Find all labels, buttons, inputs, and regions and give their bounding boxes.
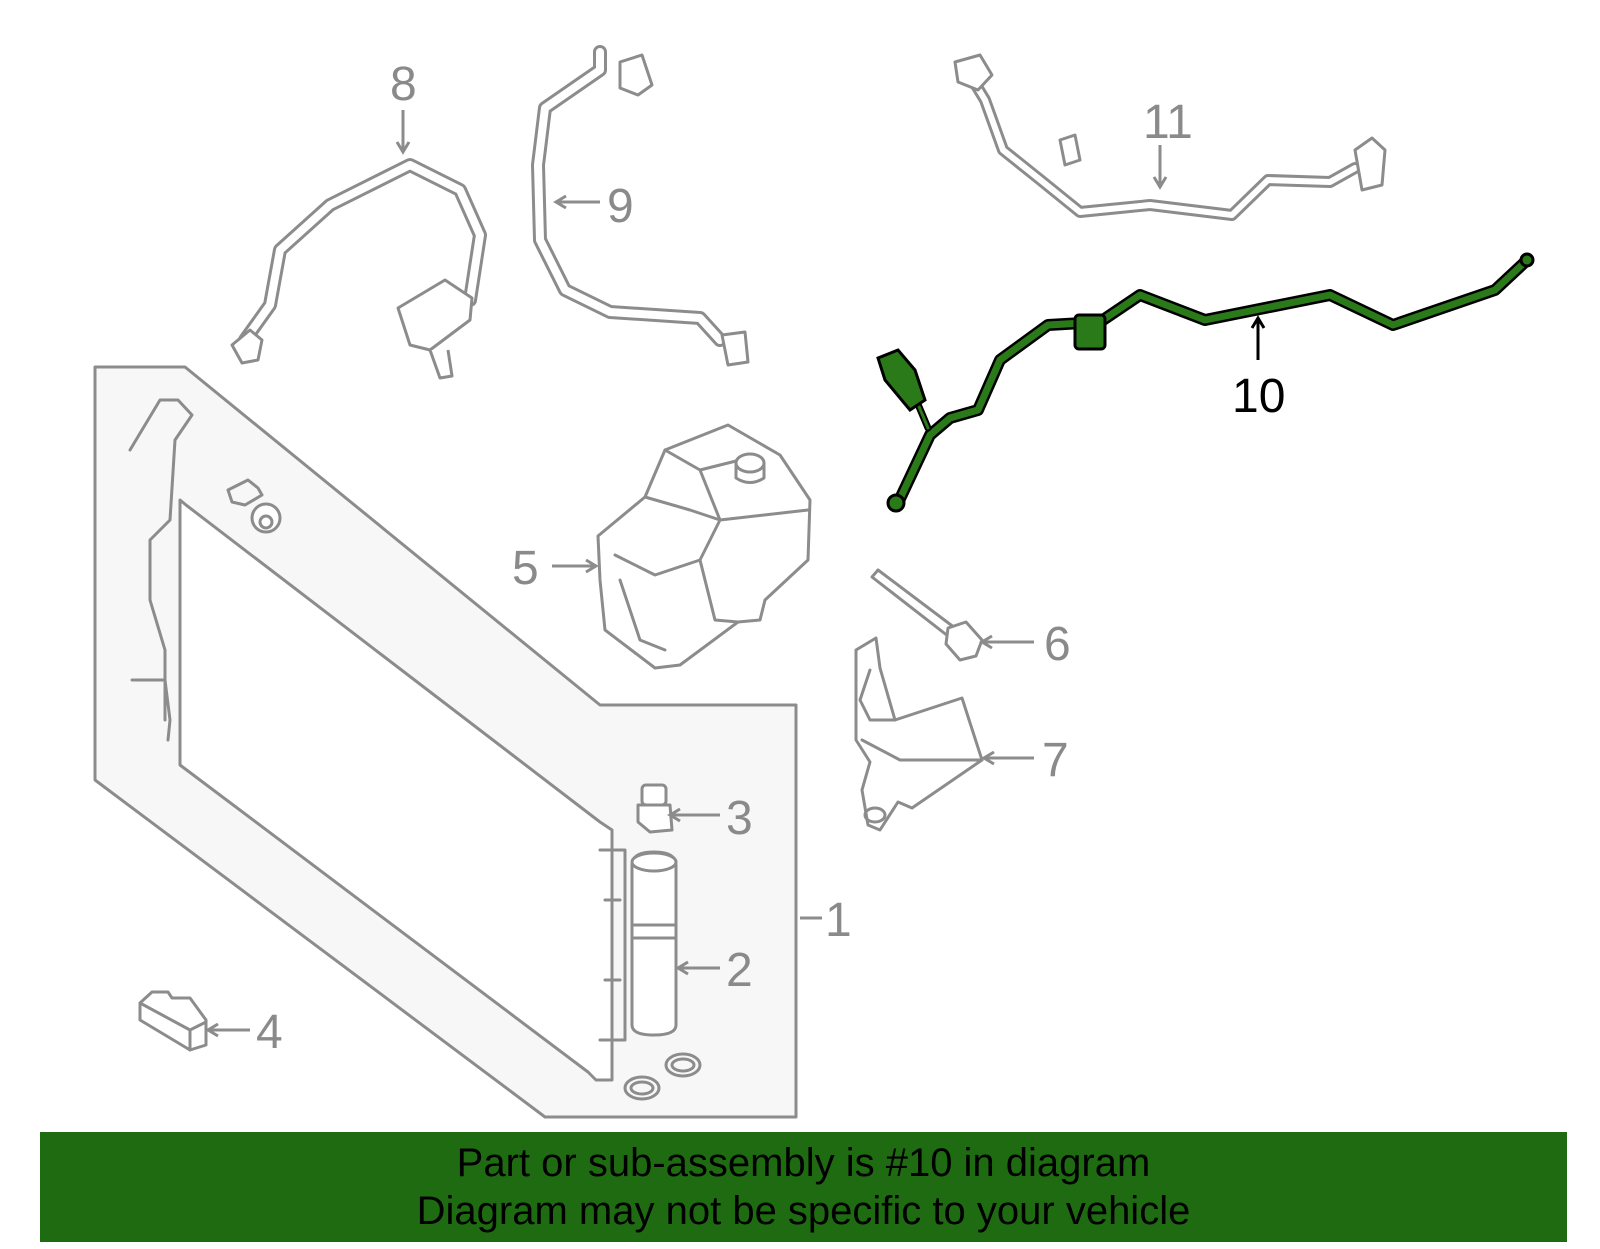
callout-3: 3 — [726, 792, 753, 845]
part-3-pressure-switch[interactable] — [636, 783, 674, 834]
callout-5: 5 — [512, 542, 539, 595]
part-7-bracket[interactable] — [854, 636, 984, 832]
callout-1: 1 — [825, 894, 852, 947]
callout-2: 2 — [726, 944, 753, 997]
part-fitting-bolts — [226, 478, 282, 534]
part-9-hose[interactable] — [531, 45, 750, 367]
notice-banner: Part or sub-assembly is #10 in diagram D… — [40, 1132, 1567, 1242]
part-11-line[interactable] — [953, 53, 1387, 221]
leader-lines — [205, 110, 1266, 1038]
part-1-condenser[interactable] — [93, 365, 798, 1119]
part-4-bracket[interactable] — [138, 990, 208, 1052]
banner-line-1: Part or sub-assembly is #10 in diagram — [456, 1141, 1151, 1185]
banner-line-2: Diagram may not be specific to your vehi… — [416, 1189, 1191, 1233]
callout-9: 9 — [607, 180, 634, 233]
callout-10: 10 — [1232, 370, 1285, 423]
part-8-hose[interactable] — [230, 158, 487, 380]
part-10-line-highlighted[interactable] — [876, 252, 1535, 513]
part-5-compressor[interactable] — [596, 423, 812, 670]
callout-6: 6 — [1044, 618, 1071, 671]
callout-8: 8 — [390, 58, 417, 111]
callout-7: 7 — [1042, 734, 1069, 787]
callout-11: 11 — [1143, 96, 1193, 149]
part-6-bolt[interactable] — [870, 568, 984, 662]
callout-4: 4 — [256, 1006, 283, 1059]
part-2-receiver-drier[interactable] — [623, 850, 702, 1101]
